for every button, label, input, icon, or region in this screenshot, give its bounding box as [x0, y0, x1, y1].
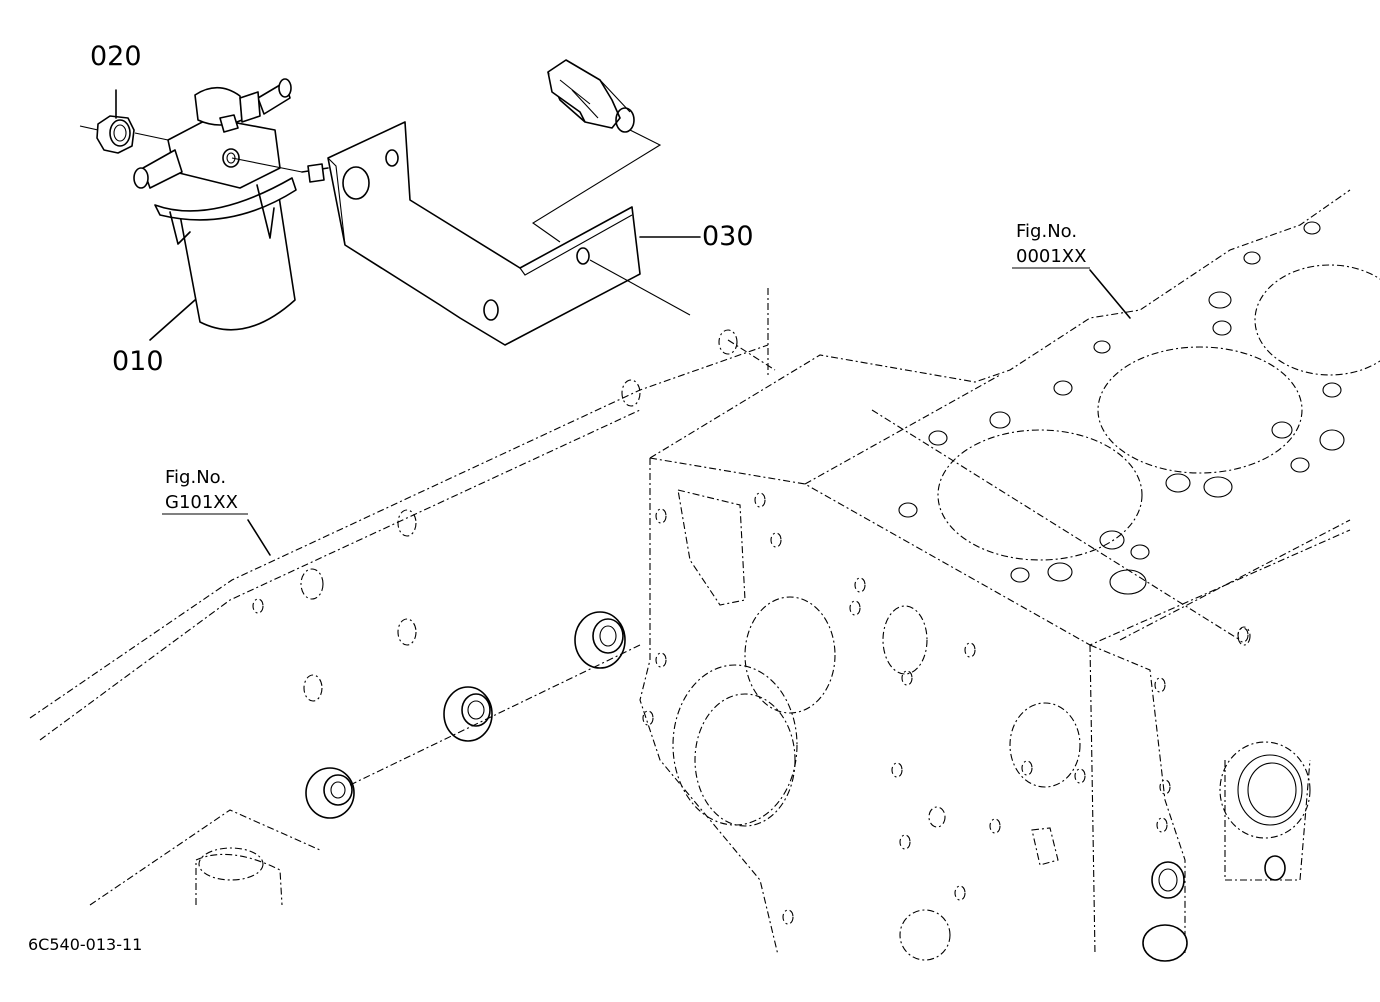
- callout-030: 030: [702, 221, 754, 252]
- gear-case-plate: [29, 288, 769, 906]
- fig-ref-block-title: Fig.No.: [1016, 221, 1077, 242]
- leader-010: [149, 299, 196, 341]
- callout-010: 010: [112, 346, 164, 377]
- fig-ref-gear-case: Fig.No. G101XX: [162, 467, 248, 515]
- hose-connector: [547, 59, 635, 133]
- fig-ref-gear-case-code: G101XX: [165, 492, 238, 513]
- leader-gear-case: [247, 519, 271, 556]
- flange-nut-1: [574, 611, 626, 669]
- callout-labels: 020 030 010: [90, 41, 754, 377]
- fig-ref-block: Fig.No. 0001XX: [1012, 221, 1090, 269]
- flange-nut-3: [305, 767, 355, 819]
- leader-block: [1089, 269, 1131, 319]
- fig-ref-block-code: 0001XX: [1016, 246, 1086, 267]
- bracket-030: [301, 121, 641, 346]
- fig-ref-gear-case-title: Fig.No.: [165, 467, 226, 488]
- engine-block: [639, 189, 1380, 962]
- assembly-lines: [115, 89, 1251, 646]
- flange-nut-group: [305, 611, 641, 819]
- fuel-filter-assembly: [133, 78, 297, 331]
- callout-020: 020: [90, 41, 142, 72]
- flange-nut-2: [443, 686, 493, 742]
- nut-020: [79, 115, 169, 154]
- drawing-code: 6C540-013-11: [28, 935, 142, 954]
